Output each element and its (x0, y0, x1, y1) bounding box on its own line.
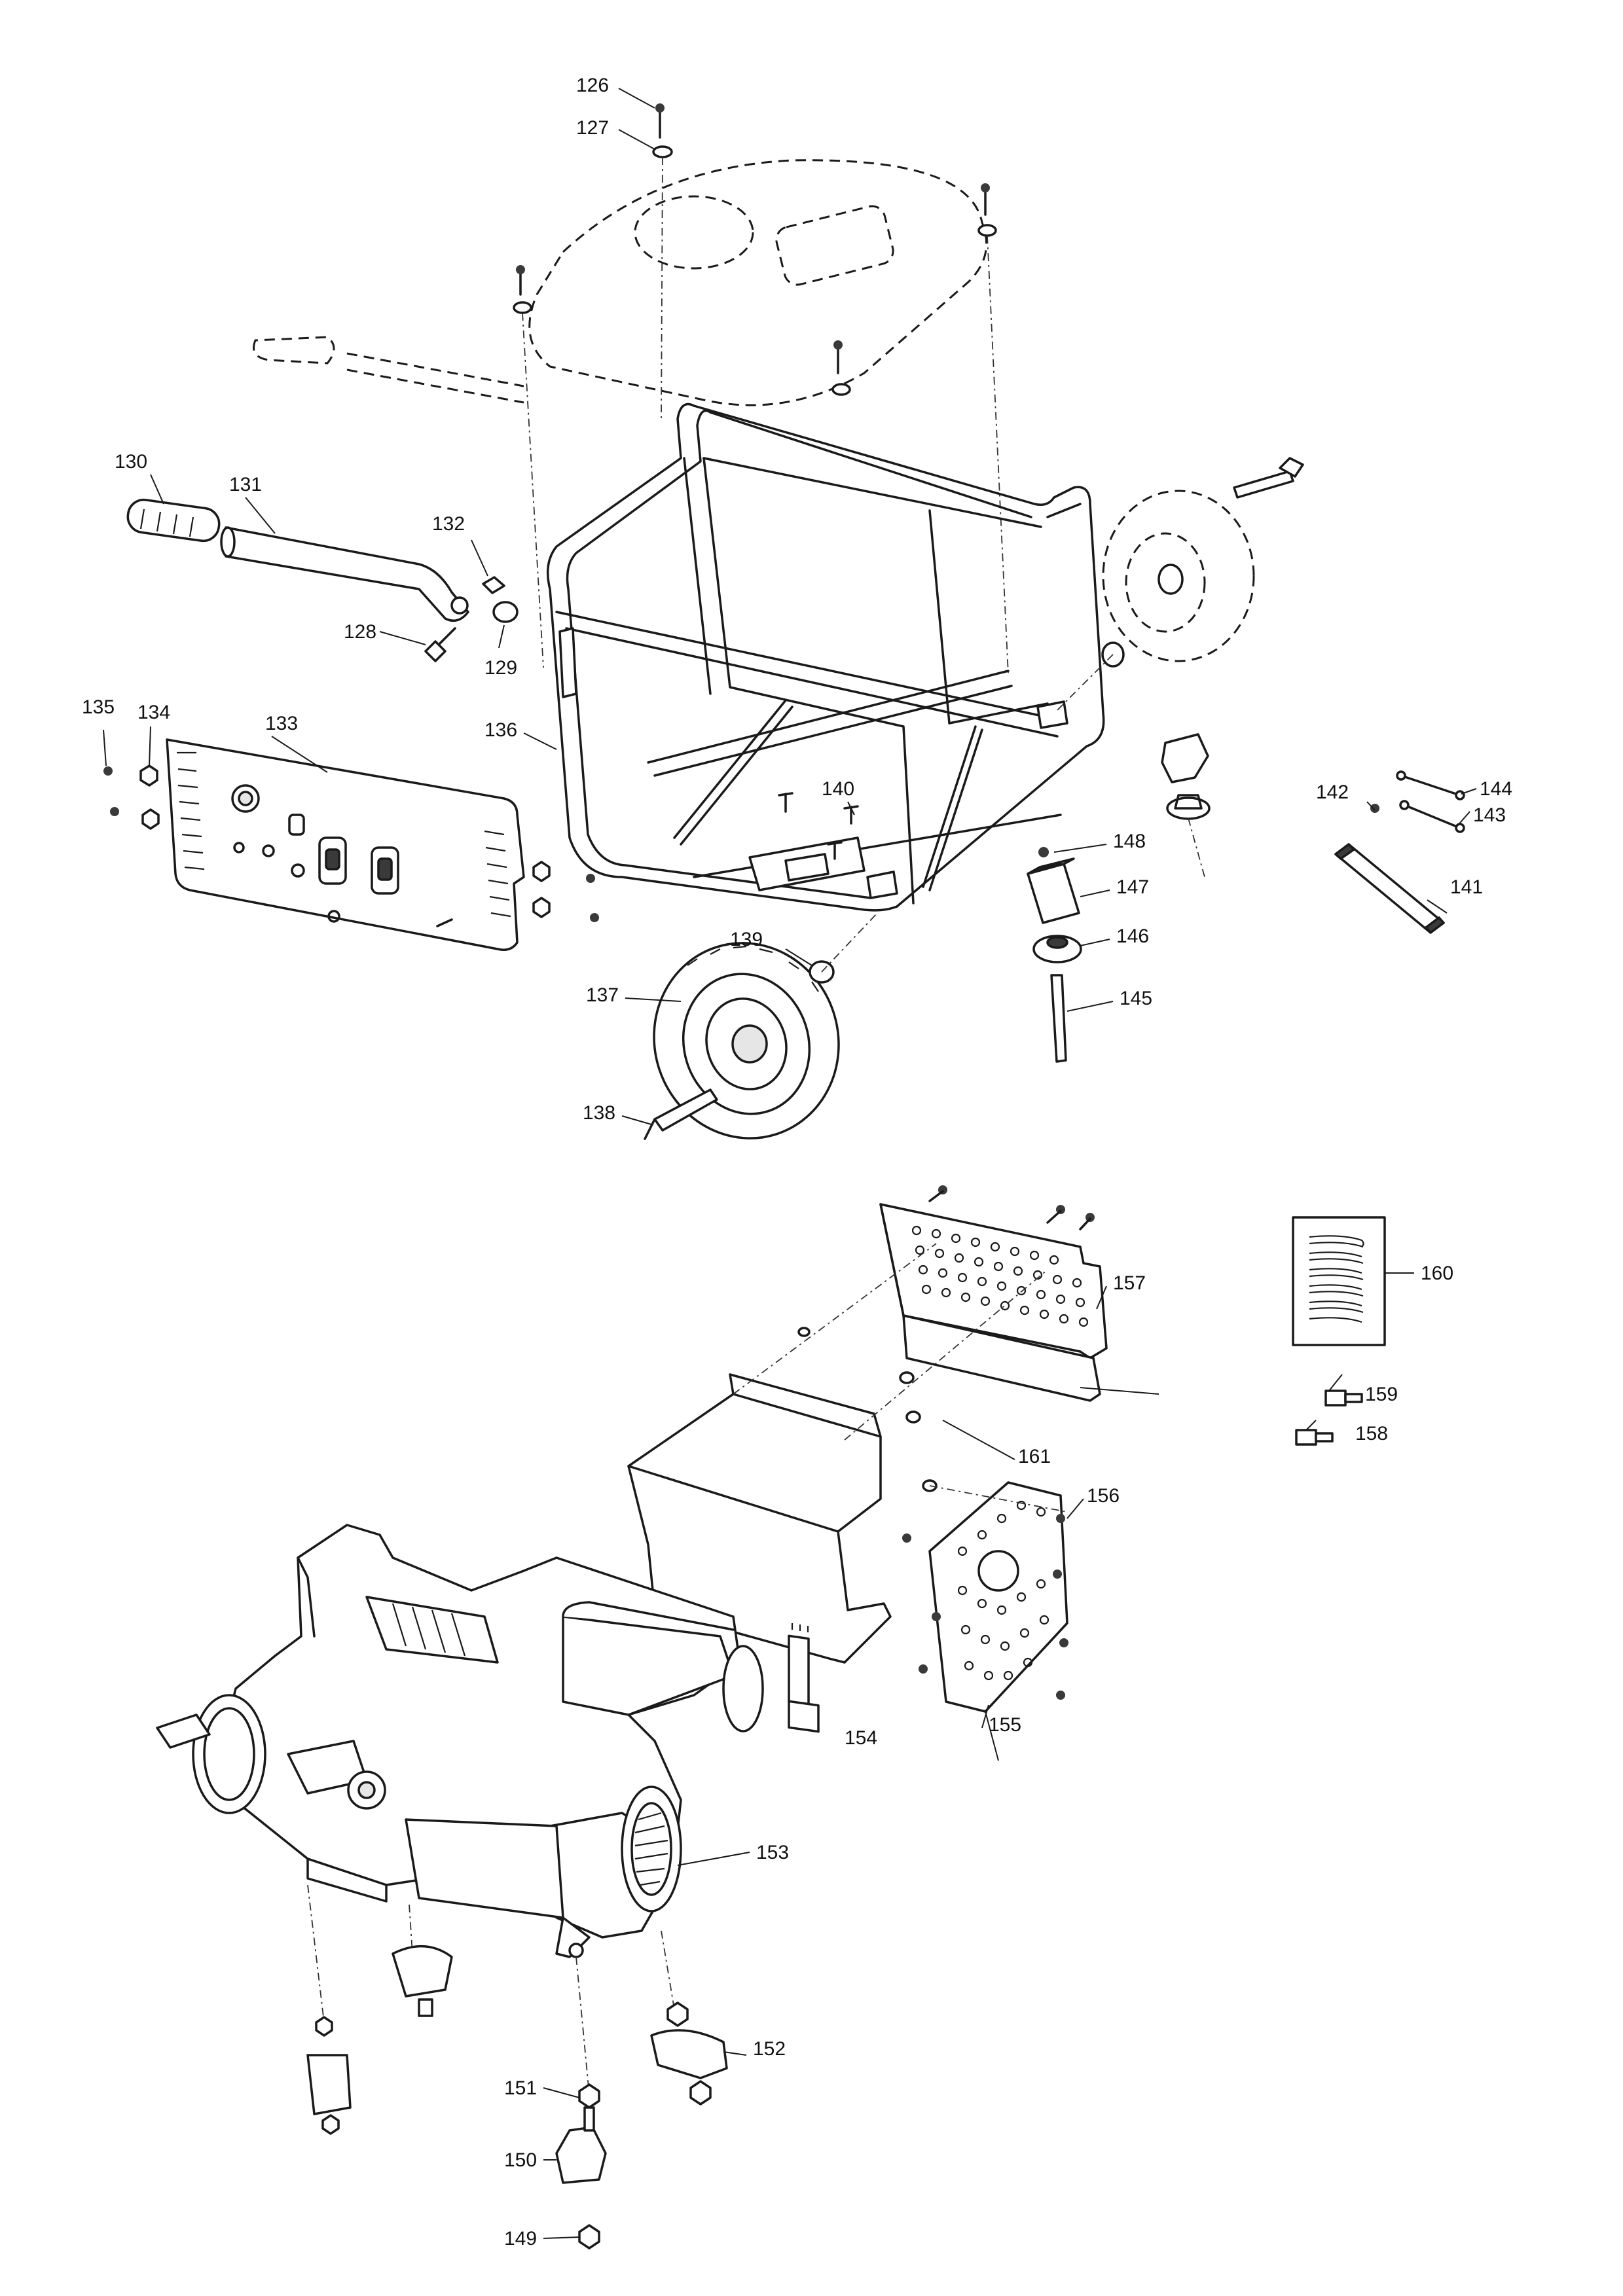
callout-141: 141 (1450, 876, 1483, 898)
callout-152: 152 (753, 2038, 786, 2060)
top-guard-157 (879, 1185, 1108, 1402)
callout-158: 158 (1355, 1423, 1388, 1444)
callout-142: 142 (1316, 781, 1349, 803)
washers-161 (797, 1327, 1068, 1513)
rear-wheel (1057, 457, 1304, 711)
callout-161: 161 (1018, 1446, 1051, 1467)
callout-149: 149 (504, 2228, 537, 2250)
callout-135: 135 (82, 696, 115, 718)
kit-box-160 (1292, 1216, 1386, 1346)
callout-156: 156 (1087, 1485, 1120, 1507)
engine-mounts (306, 1884, 728, 2250)
callout-157: 157 (1113, 1272, 1146, 1294)
callout-145: 145 (1120, 988, 1152, 1009)
callout-143: 143 (1473, 804, 1506, 826)
callouts: 126 127 128 129 130 131 132 133 134 135 … (82, 75, 1512, 2250)
callout-132: 132 (432, 513, 465, 535)
handle-assembly (126, 498, 519, 662)
callout-154: 154 (845, 1727, 877, 1749)
callout-146: 146 (1116, 925, 1149, 947)
callout-150: 150 (504, 2149, 537, 2171)
callout-133: 133 (265, 713, 298, 734)
engine-generator-153 (156, 1524, 764, 1958)
end-guard-155 (902, 1481, 1068, 1713)
callout-138: 138 (583, 1102, 615, 1124)
lift-handle (1334, 770, 1465, 934)
callout-155: 155 (989, 1714, 1021, 1736)
callout-147: 147 (1116, 876, 1149, 898)
callout-160: 160 (1421, 1263, 1453, 1284)
callout-130: 130 (115, 451, 147, 473)
callout-126: 126 (576, 75, 609, 96)
callout-136: 136 (484, 719, 517, 741)
callout-139: 139 (730, 929, 763, 950)
callout-153: 153 (756, 1842, 789, 1863)
leader-lines (103, 88, 1477, 2239)
control-panel (166, 738, 525, 951)
frame-screws (778, 792, 859, 860)
control-box-154 (627, 1243, 1048, 1733)
frame (546, 403, 1105, 912)
callout-144: 144 (1480, 778, 1512, 800)
callout-131: 131 (229, 474, 262, 495)
callout-148: 148 (1113, 831, 1146, 852)
top-cover-ghost (253, 159, 988, 406)
foot-assembly (1027, 733, 1211, 1063)
cover-bolts (513, 103, 1009, 675)
callout-127: 127 (576, 117, 609, 139)
panel-fasteners (103, 764, 599, 922)
callout-137: 137 (586, 984, 619, 1006)
callout-128: 128 (344, 621, 376, 643)
callout-140: 140 (822, 778, 854, 800)
callout-151: 151 (504, 2077, 537, 2099)
front-wheel-137 (644, 912, 878, 1140)
connectors (1295, 1390, 1363, 1446)
callout-159: 159 (1365, 1384, 1398, 1405)
callout-134: 134 (137, 702, 170, 723)
callout-129: 129 (484, 657, 517, 679)
